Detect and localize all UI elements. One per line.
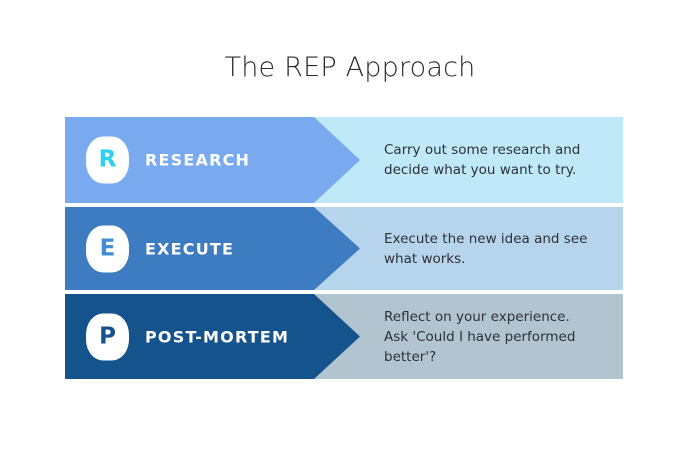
step-label-execute: EXECUTE [145, 239, 235, 258]
badge-post-mortem: P [86, 313, 129, 360]
step-label-post-mortem: POST-MORTEM [145, 327, 290, 346]
description-line: Carry out some research and [384, 142, 581, 158]
step-description-execute: Execute the new idea and see what works. [384, 229, 609, 269]
badge-letter-post-mortem: P [99, 323, 116, 349]
steps-list: R RESEARCH Carry out some research and de… [65, 117, 623, 379]
description-line: Ask 'Could I have performed [384, 328, 576, 345]
description-line: Reflect on your experience. [384, 308, 570, 325]
page-title: The REP Approach [224, 52, 476, 83]
description-line: decide what you want to try. [384, 162, 577, 178]
description-line: Execute the new idea and see [384, 230, 588, 247]
badge-letter-research: R [98, 146, 117, 173]
badge-shape-execute: E [86, 225, 129, 272]
step-row-research: R RESEARCH Carry out some research and de… [65, 117, 623, 203]
description-line: better'? [384, 348, 437, 365]
badge-shape-research: R [86, 136, 129, 184]
badge-research: R [86, 136, 129, 184]
description-line: what works. [384, 250, 466, 267]
badge-shape-post-mortem: P [86, 313, 129, 360]
step-description-research: Carry out some research and decide what y… [384, 140, 609, 180]
badge-letter-execute: E [99, 235, 116, 261]
badge-execute: E [86, 225, 129, 272]
step-label-research: RESEARCH [145, 150, 251, 170]
step-row-post-mortem: P POST-MORTEM Reflect on your experience… [65, 294, 623, 379]
step-description-post-mortem: Reflect on your experience. Ask 'Could I … [384, 307, 609, 367]
step-row-execute: E EXECUTE Execute the new idea and see wh… [65, 207, 623, 290]
